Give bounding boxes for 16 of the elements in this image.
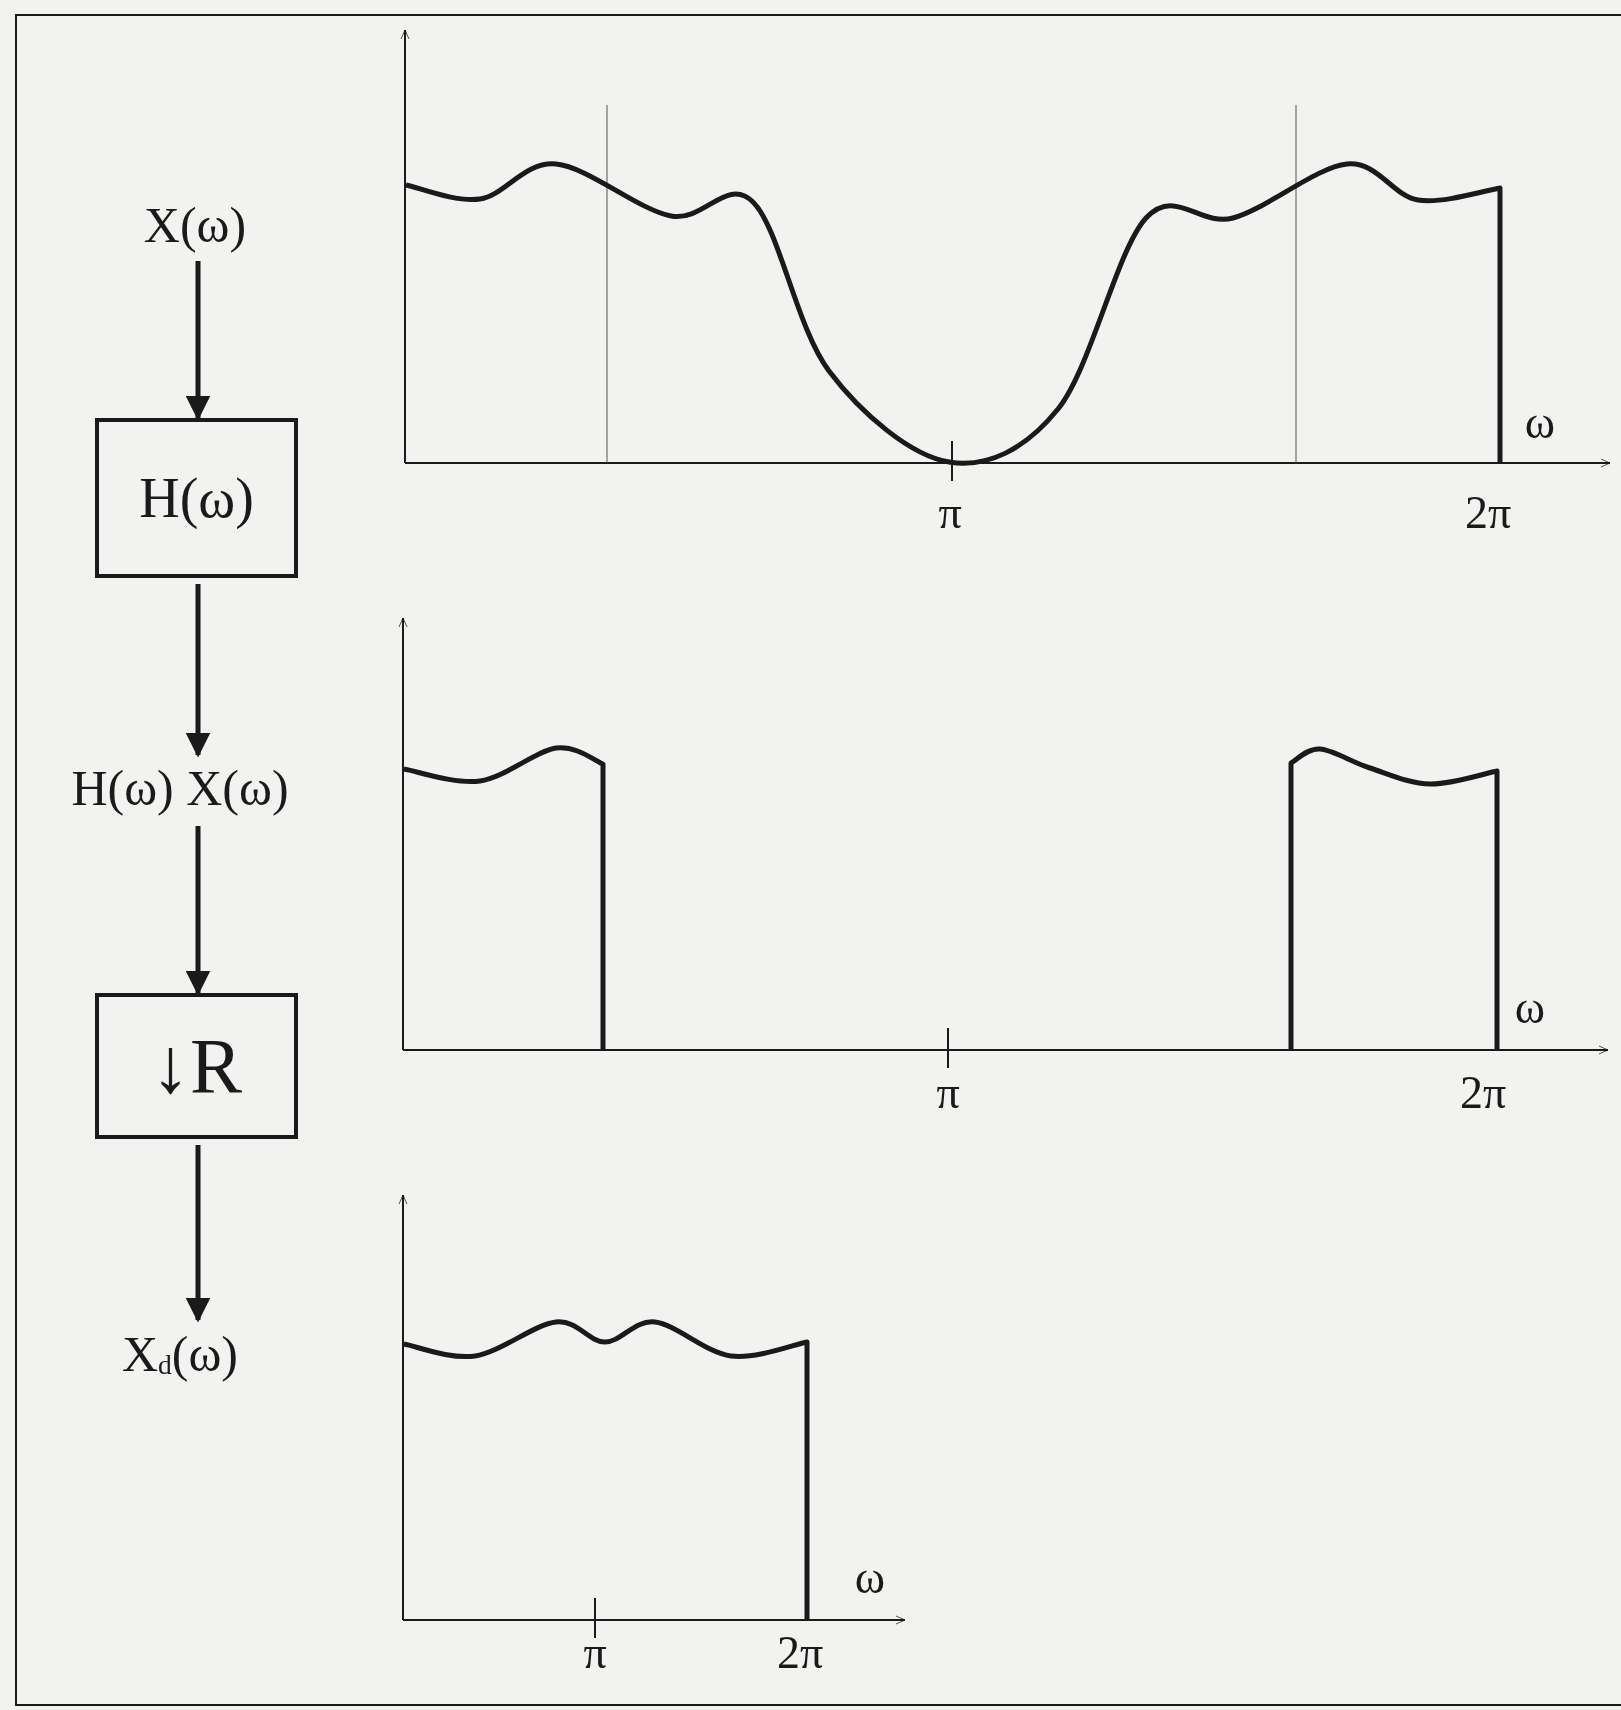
axis-label: 2π: [1459, 1070, 1507, 1116]
axis-label: ω: [1514, 985, 1546, 1031]
axis-label: ω: [1524, 400, 1556, 446]
arrow: [185, 584, 211, 758]
axis-label: 2π: [776, 1630, 824, 1676]
axis-label: 2π: [1464, 490, 1512, 536]
arrow: [185, 826, 211, 996]
axis-label: π: [938, 490, 962, 536]
block-box: [95, 418, 298, 578]
axis-label: π: [936, 1070, 960, 1116]
arrow: [185, 1145, 211, 1323]
axis-label: ω: [854, 1555, 886, 1601]
signal-label: ↓R: [151, 1027, 242, 1105]
arrow: [185, 261, 211, 421]
axis-label: π: [583, 1630, 607, 1676]
block-box: [95, 993, 298, 1139]
